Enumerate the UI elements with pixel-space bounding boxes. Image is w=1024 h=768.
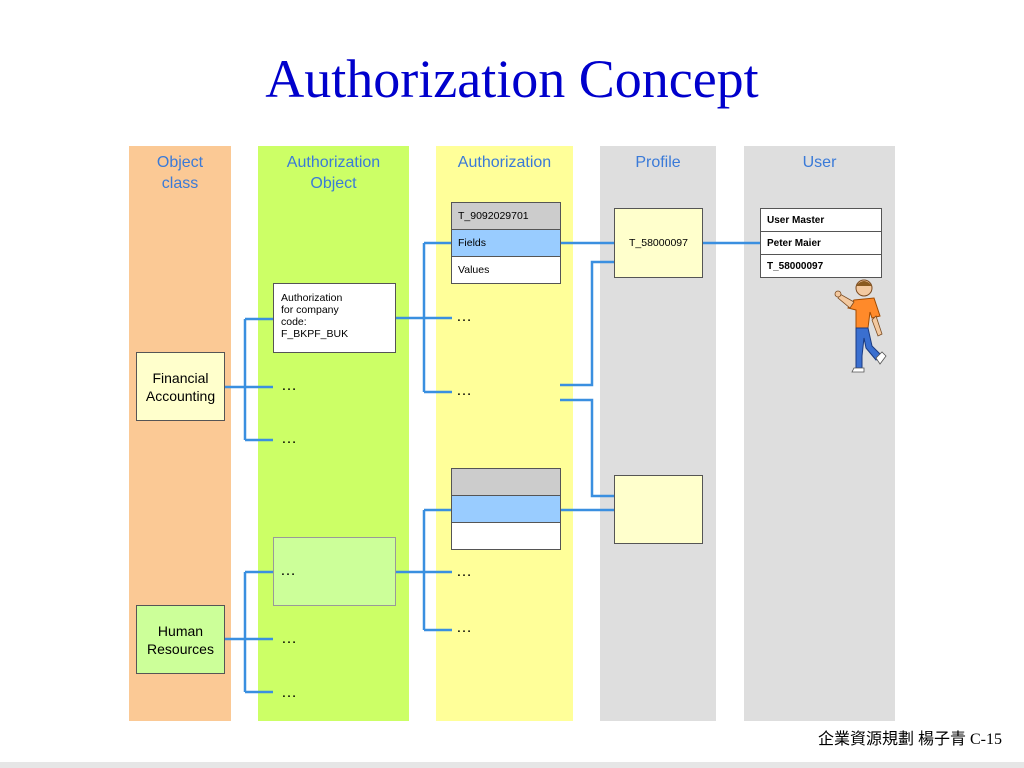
authorization-object-column: [258, 146, 409, 721]
footer-text: 企業資源規劃 楊子青 C-15: [817, 731, 1002, 748]
authorization-values: Values: [451, 256, 561, 284]
authorization-fields: Fields: [451, 229, 561, 257]
ellipsis: …: [456, 619, 472, 636]
financial-accounting-label: Financial Accounting: [145, 370, 216, 404]
authorization-fields-blank: [451, 495, 561, 523]
human-resources-box: Human Resources: [136, 605, 225, 674]
authorization-object-header: Authorization Object: [286, 154, 381, 192]
financial-accounting-box: Financial Accounting: [136, 352, 225, 421]
profile-header: Profile: [635, 154, 681, 171]
authorization-id: T_9092029701: [451, 202, 561, 230]
profile-box: T_58000097: [614, 208, 703, 278]
ellipsis: …: [281, 430, 297, 447]
ellipsis: …: [281, 630, 297, 647]
ellipsis: …: [281, 377, 297, 394]
user-master-profile: T_58000097: [760, 254, 882, 278]
ellipsis: …: [456, 563, 472, 580]
user-master-name: Peter Maier: [760, 231, 882, 255]
bottom-bar: [0, 762, 1024, 768]
authorization-values-blank: [451, 522, 561, 550]
ellipsis: …: [456, 382, 472, 399]
auth-object-box-generic: …: [273, 537, 396, 606]
authorization-header: Authorization: [457, 154, 552, 171]
ellipsis: …: [456, 308, 472, 325]
object-class-header: Object class: [156, 154, 204, 192]
authorization-id-blank: [451, 468, 561, 496]
profile-label: T_58000097: [629, 237, 688, 249]
ellipsis: …: [280, 562, 296, 579]
human-resources-label: Human Resources: [147, 623, 214, 657]
auth-object-box: Authorization for company code: F_BKPF_B…: [273, 283, 396, 353]
ellipsis: …: [281, 684, 297, 701]
user-header: User: [802, 154, 837, 171]
user-master-header: User Master: [760, 208, 882, 232]
page-title: Authorization Concept: [265, 49, 759, 109]
auth-object-label: Authorization for company code: F_BKPF_B…: [281, 292, 349, 340]
person-icon: [834, 279, 887, 373]
profile-box-blank: [614, 475, 703, 544]
